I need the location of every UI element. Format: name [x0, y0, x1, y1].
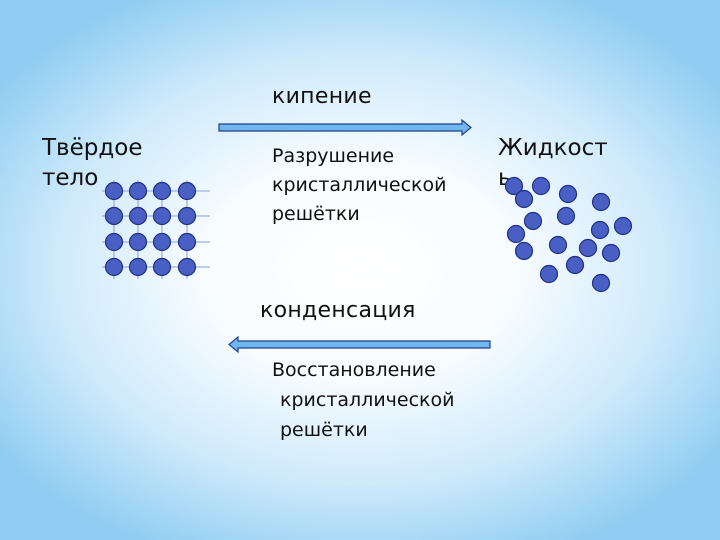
solid-particle — [177, 206, 197, 226]
destruction-text-line1: Разрушение — [272, 145, 395, 167]
boiling-arrow-right — [218, 118, 472, 137]
liquid-particle — [590, 220, 610, 240]
solid-particle — [177, 181, 197, 201]
liquid-particle — [506, 224, 526, 244]
solid-particle — [152, 181, 172, 201]
solid-lattice — [102, 180, 210, 279]
solid-particle — [104, 206, 124, 226]
restoration-text-line3: решётки — [280, 419, 368, 441]
liquid-particle — [504, 176, 524, 196]
restoration-text-line2: кристаллической — [280, 389, 455, 411]
solid-particle — [152, 206, 172, 226]
liquid-particles — [504, 176, 633, 293]
solid-state-label-line2: тело — [42, 165, 99, 191]
liquid-particle — [565, 255, 585, 275]
liquid-particle — [558, 184, 578, 204]
liquid-particle — [531, 176, 551, 196]
solid-particle — [152, 257, 172, 277]
liquid-particle — [591, 273, 611, 293]
solid-particle — [152, 232, 172, 252]
solid-particle — [128, 181, 148, 201]
liquid-state-label-line1: Жидкост — [498, 135, 608, 161]
restoration-text-line1: Восстановление — [272, 359, 436, 381]
solid-state-label-line1: Твёрдое — [42, 135, 143, 161]
solid-particle — [128, 232, 148, 252]
solid-particle — [177, 257, 197, 277]
solid-particle — [128, 206, 148, 226]
liquid-particle — [514, 189, 534, 209]
boiling-label: кипение — [272, 84, 372, 109]
destruction-text-line2: кристаллической — [272, 174, 447, 196]
solid-particle — [128, 257, 148, 277]
liquid-particle — [556, 206, 576, 226]
liquid-particle — [578, 238, 598, 258]
solid-particle — [177, 232, 197, 252]
liquid-particle — [523, 211, 543, 231]
liquid-particle — [548, 235, 568, 255]
liquid-particle — [613, 216, 633, 236]
liquid-particle — [601, 243, 621, 263]
solid-particle — [104, 257, 124, 277]
condensation-label: конденсация — [260, 298, 416, 323]
liquid-particle — [514, 241, 534, 261]
solid-particle — [104, 181, 124, 201]
liquid-particle — [539, 264, 559, 284]
liquid-particle — [591, 192, 611, 212]
solid-particle — [104, 232, 124, 252]
destruction-text-line3: решётки — [272, 203, 360, 225]
condensation-arrow-left — [228, 335, 491, 354]
